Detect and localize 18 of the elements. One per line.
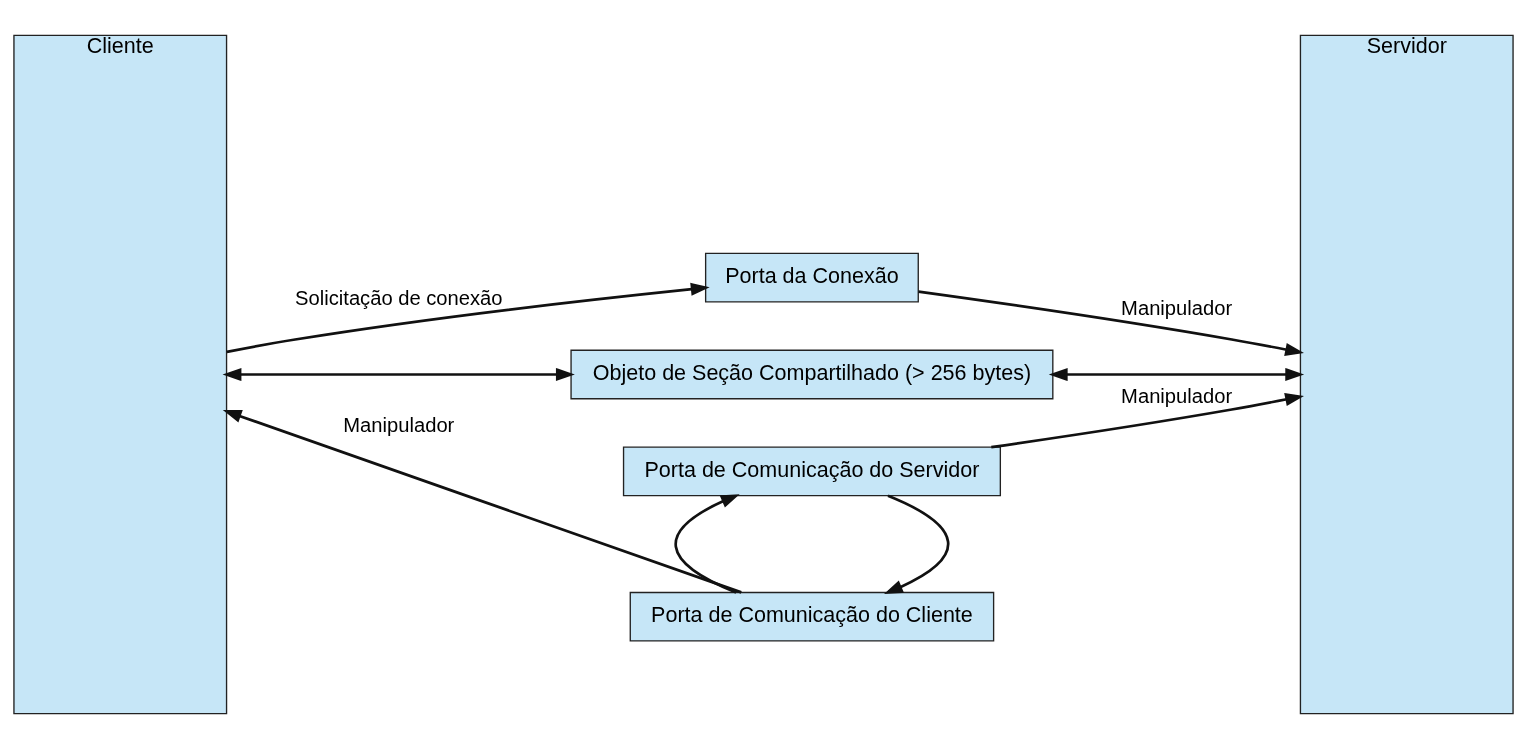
arrow xyxy=(884,494,950,594)
node-box: Porta da Conexão xyxy=(704,252,919,302)
arrow xyxy=(222,367,575,381)
edge-label: Manipulador xyxy=(343,413,455,436)
node-box: Servidor xyxy=(1299,34,1514,714)
arrow xyxy=(1048,367,1305,381)
edge-label: Manipulador xyxy=(1121,384,1233,407)
node-box: Porta de Comunicação do Cliente xyxy=(629,591,995,642)
arrow xyxy=(226,282,710,353)
edge-label: Manipulador xyxy=(1121,296,1233,319)
arrow xyxy=(222,409,742,594)
node-box: Cliente xyxy=(13,34,228,714)
node-box: Objeto de Seção Compartilhado (> 256 bytes) xyxy=(570,349,1054,399)
arrow xyxy=(674,493,740,594)
node-box: Porta de Comunicação do Servidor xyxy=(622,446,1001,496)
arrow xyxy=(918,289,1304,356)
arrow xyxy=(991,392,1304,448)
edge-label: Solicitação de conexão xyxy=(295,286,503,309)
